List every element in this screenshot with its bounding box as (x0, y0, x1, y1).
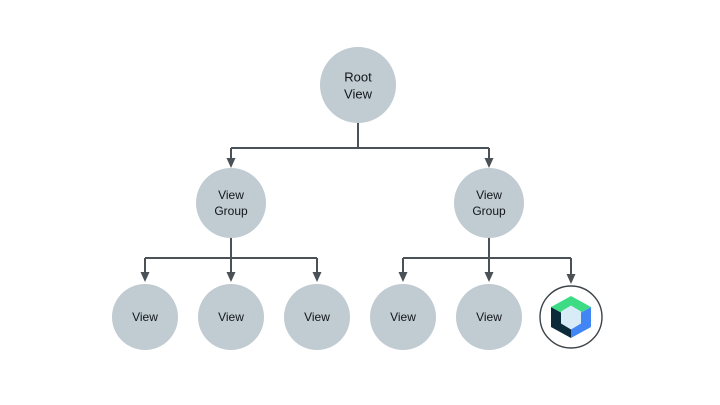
node-view-3-circle[interactable] (284, 284, 350, 350)
arrowhead-viewgroup-right (484, 158, 494, 168)
node-view-5-label: View (476, 310, 502, 324)
node-view-2[interactable]: View (198, 284, 264, 350)
arrowhead-view-2 (226, 272, 236, 282)
compose-cube-core-hexagon (561, 305, 581, 330)
edge-group (140, 123, 576, 284)
node-viewgroup-right-circle[interactable] (454, 168, 524, 238)
node-view-4[interactable]: View (370, 284, 436, 350)
node-view-4-label: View (390, 310, 416, 324)
node-viewgroup-right-label-line1: View (476, 188, 502, 202)
node-viewgroup-left-label-line2: Group (214, 204, 248, 218)
node-view-5[interactable]: View (456, 284, 522, 350)
node-view-1-circle[interactable] (112, 284, 178, 350)
node-view-1-label: View (132, 310, 158, 324)
node-viewgroup-left[interactable]: View Group (196, 168, 266, 238)
arrowhead-view-3 (312, 272, 322, 282)
node-viewgroup-right-label-line2: Group (472, 204, 506, 218)
edge-viewgroup-left-to-views (144, 238, 318, 274)
node-view-4-circle[interactable] (370, 284, 436, 350)
jetpack-compose-logo-icon (551, 296, 591, 338)
arrowhead-compose-logo-node (566, 274, 576, 284)
node-root-view-label-line1: Root (344, 69, 372, 84)
edge-viewgroup-right-to-views (402, 238, 572, 276)
node-compose-logo[interactable] (539, 285, 603, 349)
node-view-5-circle[interactable] (456, 284, 522, 350)
node-view-2-circle[interactable] (198, 284, 264, 350)
node-viewgroup-right[interactable]: View Group (454, 168, 524, 238)
arrowhead-view-1 (140, 272, 150, 282)
node-viewgroup-left-circle[interactable] (196, 168, 266, 238)
edge-root-to-viewgroups (230, 123, 490, 160)
arrowhead-view-4 (398, 272, 408, 282)
node-viewgroup-left-label-line1: View (218, 188, 244, 202)
node-root-view[interactable]: Root View (320, 47, 396, 123)
node-root-view-circle[interactable] (320, 47, 396, 123)
arrowhead-viewgroup-left (226, 158, 236, 168)
node-view-1[interactable]: View (112, 284, 178, 350)
node-view-2-label: View (218, 310, 244, 324)
node-view-3[interactable]: View (284, 284, 350, 350)
node-view-3-label: View (304, 310, 330, 324)
arrowhead-view-5 (484, 272, 494, 282)
node-root-view-label-line2: View (344, 86, 373, 101)
